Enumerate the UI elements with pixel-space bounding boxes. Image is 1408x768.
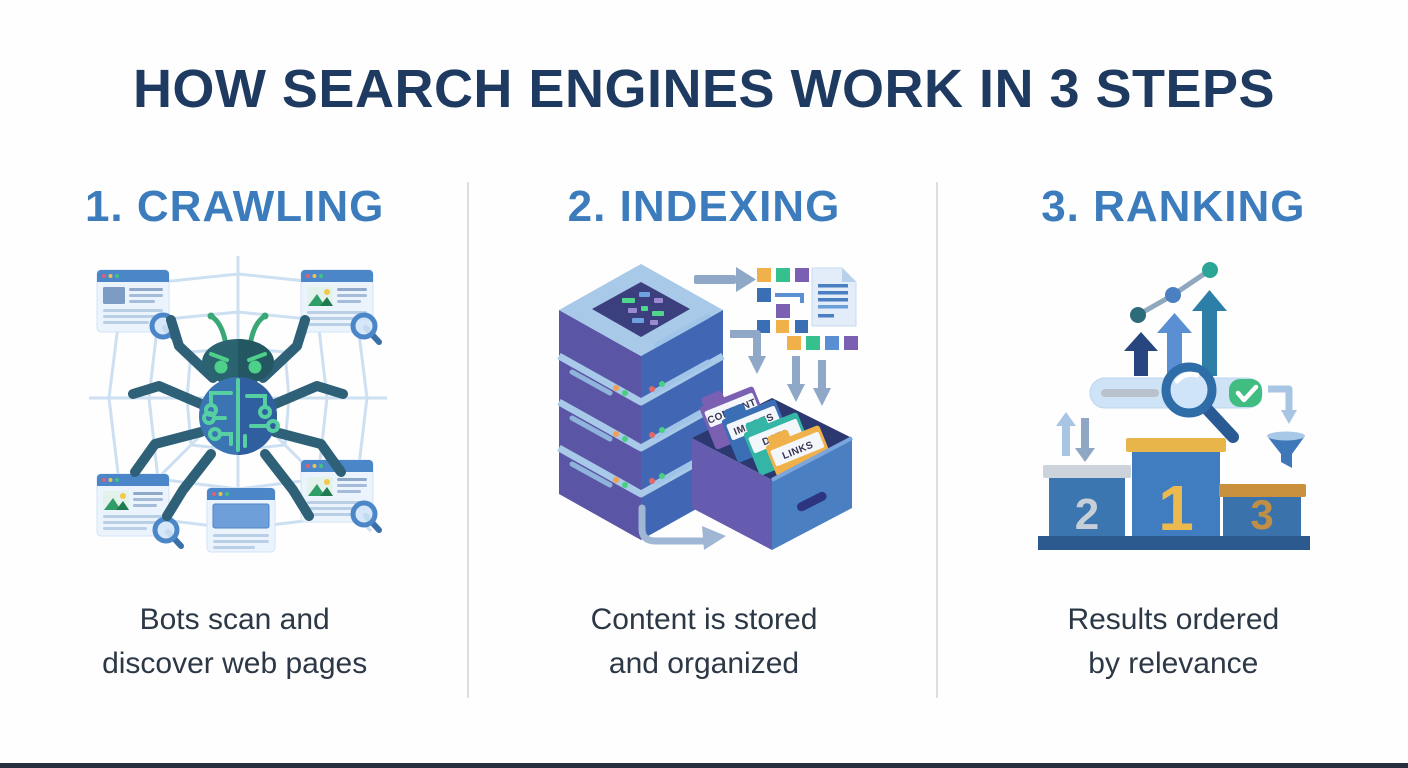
browser-page-card (96, 269, 170, 333)
check-icon (1236, 384, 1259, 403)
page-title: HOW SEARCH ENGINES WORK IN 3 STEPS (132, 59, 1276, 119)
step-ranking: 3. RANKING (939, 168, 1408, 686)
flow-arrow-elbow-icon (729, 330, 766, 374)
crawling-illustration (88, 256, 387, 553)
caption-line: Content is stored (590, 603, 818, 636)
file-drawer-icon: CONTENT IMAGES DATA (691, 386, 853, 550)
token-row-icon (786, 336, 858, 350)
filter-funnel-icon (1267, 385, 1306, 468)
magnifier-icon (350, 312, 382, 345)
podium-icon: 2 1 3 (1038, 438, 1311, 550)
sort-arrows-icon (1056, 412, 1096, 462)
rank-number-1: 1 (1159, 472, 1195, 544)
step-indexing: 2. INDEXING (469, 168, 938, 686)
podium-base (1038, 536, 1311, 550)
step-caption-ranking: Results ordered by relevance (1067, 598, 1279, 686)
step-crawling: 1. CRAWLING (0, 168, 469, 686)
growth-line-chart-icon (1130, 262, 1219, 323)
browser-page-card (206, 487, 276, 553)
magnifier-icon (1161, 362, 1240, 443)
caption-line: and organized (608, 647, 800, 680)
podium-third-place (1223, 496, 1302, 538)
step-caption-indexing: Content is stored and organized (591, 598, 818, 686)
drawer-handle (797, 491, 827, 512)
column-divider (467, 182, 469, 698)
server-leds (612, 381, 665, 488)
magnifier-icon (152, 516, 184, 549)
up-arrow-icon (1124, 290, 1228, 376)
caption-line: Results ordered (1067, 603, 1280, 636)
step-caption-crawling: Bots scan and discover web pages (102, 598, 367, 686)
document-icon (811, 267, 857, 327)
step-heading-ranking: 3. RANKING (1041, 182, 1306, 231)
caption-line: Bots scan and (139, 603, 330, 636)
server-slots-left (569, 369, 613, 488)
indexing-illustration: CONTENT IMAGES DATA (557, 264, 858, 550)
flow-arrow-down-icon (786, 356, 831, 406)
flow-arrow-curved-icon (638, 504, 726, 550)
check-button (1229, 379, 1263, 407)
bottom-edge-strip (0, 763, 1408, 768)
podium-second-place (1049, 476, 1126, 538)
screen-code-blocks (621, 292, 664, 325)
rank-number-2: 2 (1075, 490, 1099, 539)
step-heading-crawling: 1. CRAWLING (84, 182, 385, 231)
ranking-illustration: 2 1 3 (1038, 262, 1311, 550)
flow-arrow-right-icon (693, 267, 756, 292)
steps-row: 1. CRAWLING (0, 168, 1408, 686)
magnifier-icon (350, 500, 382, 533)
circuit-traces (201, 378, 280, 452)
rank-number-3: 3 (1251, 491, 1274, 538)
podium-first-place (1132, 451, 1221, 538)
caption-line: by relevance (1088, 647, 1259, 680)
caption-line: discover web pages (102, 647, 368, 680)
column-divider (936, 182, 938, 698)
spider-bot-icon (127, 312, 348, 521)
spider-eyes (208, 352, 267, 362)
step-heading-indexing: 2. INDEXING (567, 182, 841, 231)
token-grid-icon (756, 268, 809, 333)
